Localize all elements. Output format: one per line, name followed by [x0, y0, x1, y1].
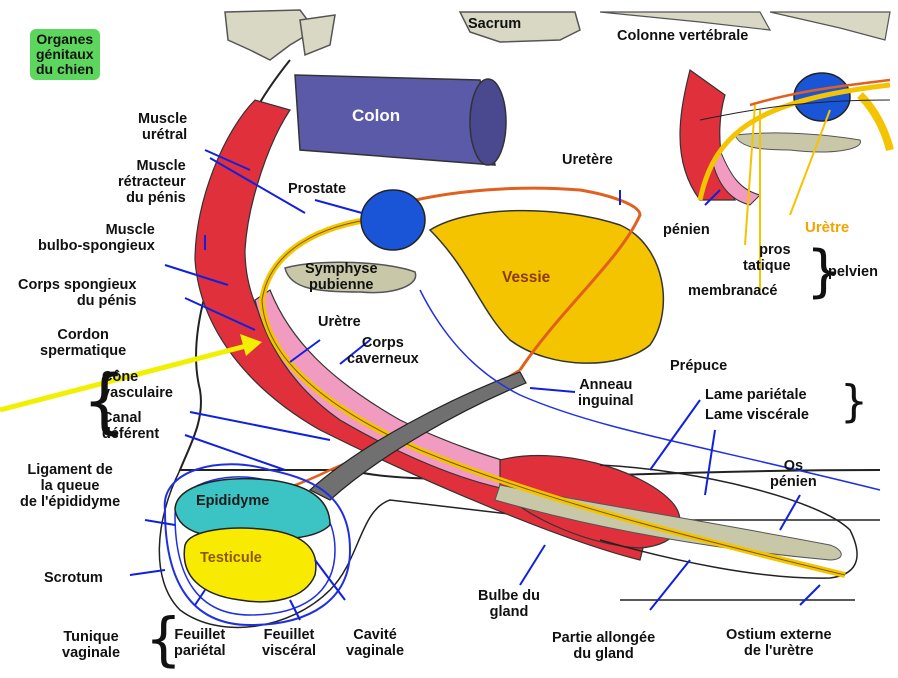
label-uretere: Uretère	[562, 152, 613, 168]
inset-panel	[680, 70, 890, 205]
label-uretre: Urètre	[318, 314, 361, 330]
label-prepuce: Prépuce	[670, 358, 727, 374]
label-anneau: Anneau inguinal	[578, 377, 634, 409]
label-cordon: Cordon spermatique	[40, 327, 126, 359]
label-muscle-bulbo: Muscle bulbo-spongieux	[38, 222, 155, 254]
diagram-title: Organes génitaux du chien	[30, 29, 100, 80]
label-uretre-inset: Urètre	[805, 220, 849, 236]
label-scrotum: Scrotum	[44, 570, 103, 586]
label-partie-allongee: Partie allongée du gland	[552, 630, 655, 662]
label-feuillet-visceral: Feuillet viscéral	[262, 627, 316, 659]
label-ostium: Ostium externe de l'urètre	[726, 627, 832, 659]
label-bulbe: Bulbe du gland	[478, 588, 540, 620]
label-prostate: Prostate	[288, 181, 346, 197]
label-feuillet-parietal: Feuillet pariétal	[174, 627, 226, 659]
label-membranace: membranacé	[688, 283, 777, 299]
label-colonne: Colonne vertébrale	[617, 28, 748, 44]
label-sacrum: Sacrum	[468, 16, 521, 32]
label-lame-parietale: Lame pariétale	[705, 387, 807, 403]
label-os-penien: Os pénien	[770, 458, 817, 490]
label-symphyse: Symphyse pubienne	[305, 261, 378, 293]
label-colon: Colon	[352, 108, 400, 124]
colon	[295, 75, 506, 165]
label-muscle-uretral: Muscle urétral	[138, 111, 187, 143]
label-lame-viscerale: Lame viscérale	[705, 407, 809, 423]
label-cone: Cône vasculaire	[102, 369, 173, 401]
label-ligament: Ligament de la queue de l'épididyme	[20, 462, 120, 510]
vertebral-column	[225, 10, 890, 60]
label-cavite: Cavité vaginale	[346, 627, 404, 659]
label-epididyme: Epididyme	[196, 493, 269, 509]
label-corps-caverneux: Corps caverneux	[347, 335, 419, 367]
label-canal: Canal déférent	[102, 410, 159, 442]
brace-lame: }	[840, 380, 868, 424]
label-corps-spongieux: Corps spongieux du pénis	[18, 277, 136, 309]
label-testicule: Testicule	[200, 550, 262, 566]
prostate	[361, 190, 425, 250]
label-penien: pénien	[663, 222, 710, 238]
label-pelvien: pelvien	[828, 264, 878, 280]
label-tunique: Tunique vaginale	[62, 629, 120, 661]
label-muscle-retracteur: Muscle rétracteur du pénis	[118, 158, 186, 206]
label-vessie: Vessie	[502, 270, 550, 286]
label-prostatique: pros tatique	[743, 242, 791, 274]
